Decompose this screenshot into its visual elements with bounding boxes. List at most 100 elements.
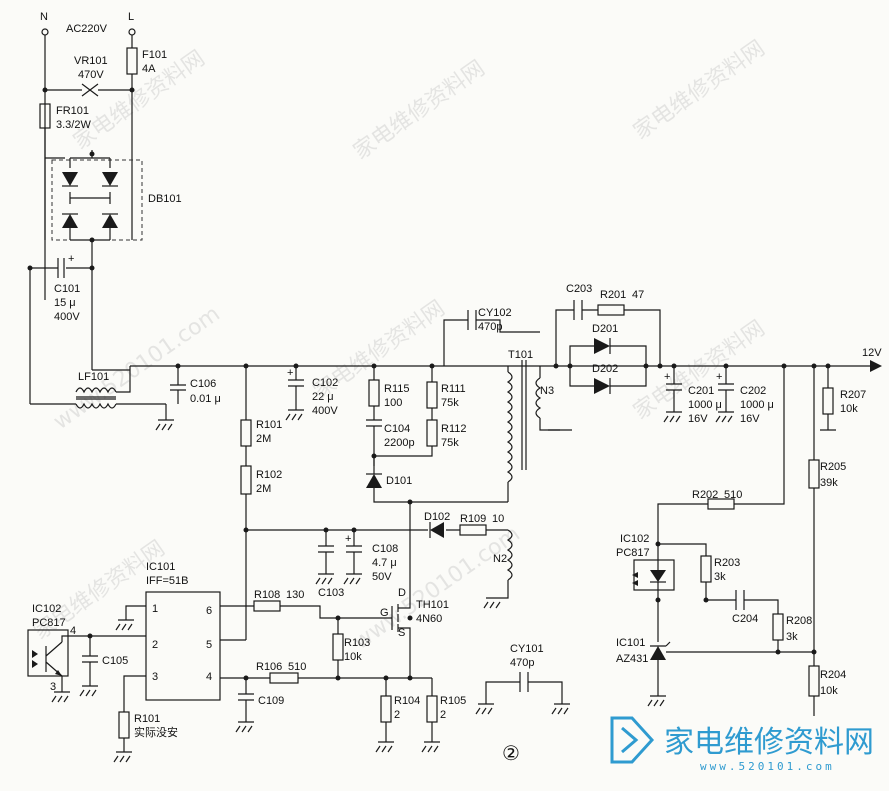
svg-text:VR101: VR101: [74, 55, 108, 67]
svg-text:R207: R207: [840, 389, 866, 401]
svg-text:+: +: [68, 253, 74, 265]
svg-text:R101: R101: [134, 713, 160, 725]
svg-text:LF101: LF101: [78, 371, 109, 383]
svg-text:R205: R205: [820, 461, 846, 473]
figure-number: ②: [502, 743, 520, 765]
svg-text:C109: C109: [258, 695, 284, 707]
svg-text:IC102: IC102: [32, 603, 61, 615]
svg-text:G: G: [380, 607, 389, 619]
svg-text:+: +: [345, 533, 351, 545]
svg-text:PC817: PC817: [616, 547, 650, 559]
svg-text:D201: D201: [592, 323, 618, 335]
svg-text:家电维修资料网: 家电维修资料网: [629, 36, 770, 145]
svg-text:4N60: 4N60: [416, 613, 442, 625]
svg-text:C102: C102: [312, 377, 338, 389]
terminal-n: [41, 28, 49, 36]
svg-text:R103: R103: [344, 637, 370, 649]
svg-text:TH101: TH101: [416, 599, 449, 611]
svg-text:R208: R208: [786, 615, 812, 627]
svg-text:1: 1: [152, 603, 158, 615]
svg-text:12V: 12V: [862, 347, 882, 359]
svg-text:D101: D101: [386, 475, 412, 487]
svg-text:2: 2: [152, 639, 158, 651]
logo-url: www.520101.com: [700, 760, 835, 773]
ic101-box: [145, 591, 221, 701]
svg-text:39k: 39k: [820, 477, 838, 489]
terminal-l: [128, 28, 136, 36]
svg-text:3: 3: [152, 671, 158, 683]
svg-text:22 μ: 22 μ: [312, 391, 334, 403]
svg-text:N3: N3: [540, 385, 554, 397]
svg-text:16V: 16V: [688, 413, 708, 425]
svg-text:1000 μ: 1000 μ: [740, 399, 774, 411]
svg-text:2M: 2M: [256, 433, 271, 445]
svg-text:D202: D202: [592, 363, 618, 375]
svg-text:C203: C203: [566, 283, 592, 295]
svg-text:C204: C204: [732, 613, 758, 625]
svg-text:S: S: [398, 627, 405, 639]
svg-text:100: 100: [384, 397, 402, 409]
svg-text:F101: F101: [142, 49, 167, 61]
svg-text:PC817: PC817: [32, 617, 66, 629]
svg-text:4: 4: [206, 671, 212, 683]
svg-text:0.01 μ: 0.01 μ: [190, 393, 221, 405]
svg-text:3.3/2W: 3.3/2W: [56, 119, 91, 131]
svg-text:2: 2: [440, 709, 446, 721]
svg-text:DB101: DB101: [148, 193, 182, 205]
svg-text:T101: T101: [508, 349, 533, 361]
svg-text:R115: R115: [384, 383, 409, 395]
svg-text:家电维修资料网: 家电维修资料网: [349, 56, 490, 165]
svg-text:130: 130: [286, 589, 304, 601]
svg-text:15 μ: 15 μ: [54, 297, 76, 309]
svg-text:3k: 3k: [714, 571, 726, 583]
svg-text:C201: C201: [688, 385, 714, 397]
svg-text:IC101: IC101: [616, 637, 645, 649]
svg-text:C104: C104: [384, 423, 410, 435]
svg-text:50V: 50V: [372, 571, 392, 583]
svg-text:470p: 470p: [510, 657, 534, 669]
svg-text:R201: R201: [600, 289, 626, 301]
svg-text:+: +: [716, 371, 722, 383]
svg-text:R203: R203: [714, 557, 740, 569]
svg-text:实际没安: 实际没安: [134, 725, 178, 739]
svg-text:10k: 10k: [820, 685, 838, 697]
svg-text:R108: R108: [254, 589, 280, 601]
resistor-r102: [240, 465, 252, 495]
svg-text:2200p: 2200p: [384, 437, 415, 449]
svg-text:1000 μ: 1000 μ: [688, 399, 722, 411]
svg-text:5: 5: [206, 639, 212, 651]
svg-text:10k: 10k: [840, 403, 858, 415]
label-n: N: [40, 11, 48, 23]
svg-text:R104: R104: [394, 695, 420, 707]
svg-text:R204: R204: [820, 669, 846, 681]
varistor-vr101: [81, 83, 99, 97]
svg-text:400V: 400V: [54, 311, 80, 323]
svg-text:C101: C101: [54, 283, 80, 295]
svg-text:R101: R101: [256, 419, 282, 431]
svg-text:C108: C108: [372, 543, 398, 555]
label-l: L: [128, 11, 134, 23]
svg-text:AZ431: AZ431: [616, 653, 648, 665]
svg-text:10k: 10k: [344, 651, 362, 663]
svg-text:R112: R112: [441, 423, 466, 435]
svg-text:R111: R111: [441, 383, 466, 395]
svg-text:IC102: IC102: [620, 533, 649, 545]
logo-text: 家电维修资料网: [664, 725, 874, 760]
svg-text:47: 47: [632, 289, 644, 301]
svg-text:4.7 μ: 4.7 μ: [372, 557, 397, 569]
svg-text:R105: R105: [440, 695, 466, 707]
svg-text:16V: 16V: [740, 413, 760, 425]
bridge-db101-box: [51, 159, 143, 241]
svg-text:C103: C103: [318, 587, 344, 599]
